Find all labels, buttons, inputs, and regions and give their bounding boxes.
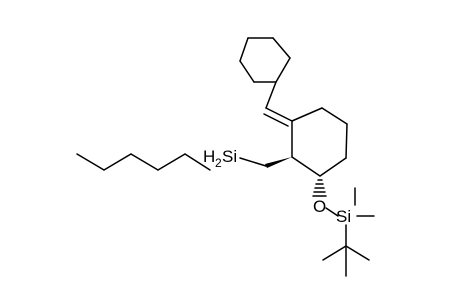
bond [321,107,348,125]
bond [76,153,105,171]
bond [325,207,339,217]
hexyl-chain [76,153,211,171]
bond [184,153,211,171]
wedge-bond [265,157,292,168]
oxygen-atom: O [313,197,326,216]
cyclohexyl-ring [239,37,291,83]
bond [157,153,186,171]
bond [291,156,321,177]
bond [263,113,289,127]
tbs-si-atom: Si [336,207,351,226]
bond [239,60,255,83]
bond [265,81,277,109]
si-atom-symbol: Si [222,147,237,166]
bond [239,157,267,167]
bond [275,57,291,83]
bond [319,157,347,177]
tert-butyl-group [322,245,370,277]
hashed-bond [312,179,327,197]
si-prefix-subscript: 2 [215,156,222,170]
bond [345,123,348,159]
bond [265,107,293,122]
bond [103,153,132,171]
bond [322,245,347,261]
bond [345,245,370,261]
cyclohexane-core [291,107,348,177]
si-prefix-h: H [203,147,215,166]
bond [130,153,159,171]
bond [239,37,249,62]
exocyclic-double-bond [263,107,293,127]
bond [272,37,291,59]
silyl-h2si-label: H 2 Si [203,147,237,170]
bond [291,107,323,122]
